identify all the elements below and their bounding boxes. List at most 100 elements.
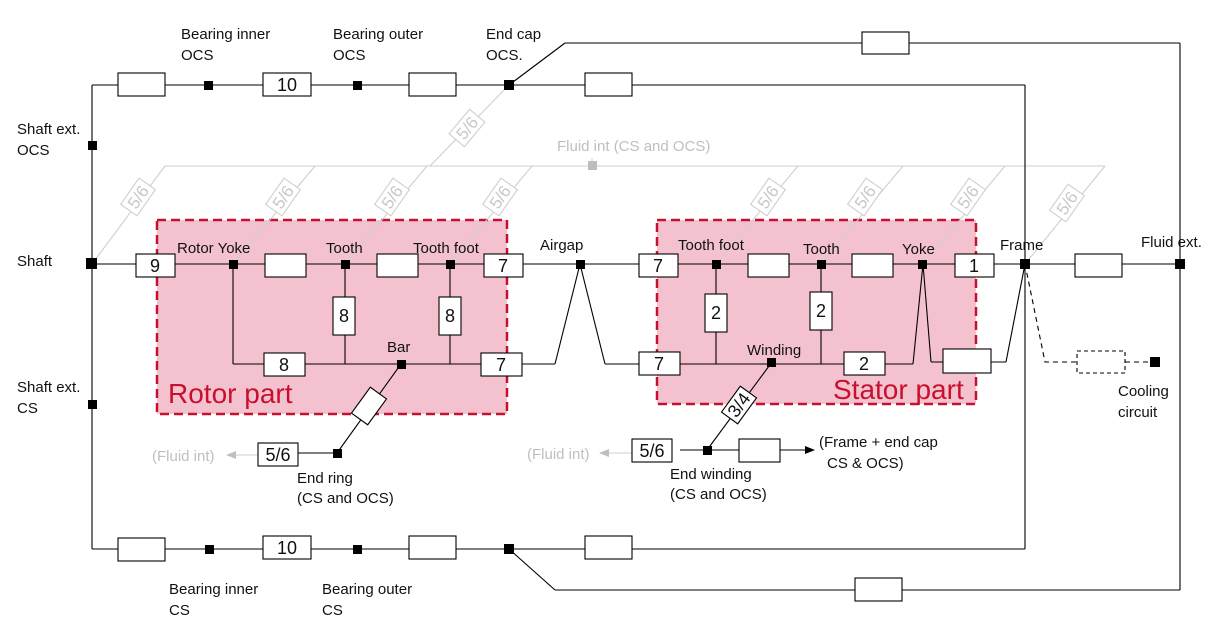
resistor-airgap-winding <box>638 351 681 376</box>
shaft-ext-ocs-label-2: OCS <box>17 142 50 159</box>
node-airgap <box>576 260 585 269</box>
fluid-res-diag-1: 5/6 <box>119 177 157 217</box>
fluid-int-node <box>588 161 597 170</box>
fluid-int-top-label: Fluid int (CS and OCS) <box>557 138 710 155</box>
resistor-bearing-cs-value: 10 <box>277 538 297 558</box>
resistor-shaft-bearing-inner-cs <box>117 537 166 562</box>
bearing-inner-ocs-label: Bearing inner <box>181 26 270 43</box>
bearing-inner-cs-label-2: CS <box>169 602 190 619</box>
resistors: 10 9 7 7 1 8 8 8 7 2 2 7 <box>117 31 1126 602</box>
bearing-inner-cs-label: Bearing inner <box>169 581 258 598</box>
fluid-int-left-label: (Fluid int) <box>152 448 215 465</box>
bearing-inner-ocs-label-2: OCS <box>181 47 214 64</box>
node-cooling-circuit <box>1150 357 1160 367</box>
fluid-ext-label: Fluid ext. <box>1141 234 1202 251</box>
node-bar <box>397 360 406 369</box>
node-frame <box>1020 259 1030 269</box>
resistor-rotor-tooth-foot-airgap <box>483 253 524 278</box>
resistor-stator-tooth-foot-winding <box>704 293 728 333</box>
resistor-end-winding-fluid-value: 5/6 <box>639 441 664 461</box>
node-end-cap-cs <box>504 544 514 554</box>
bar-label: Bar <box>387 339 410 356</box>
resistor-rotor-tooth-foot-airgap-value: 7 <box>498 256 508 276</box>
resistor-end-winding-fluid <box>631 438 673 463</box>
node-shaft <box>86 258 97 269</box>
end-cap-ocs-label: End cap <box>486 26 541 43</box>
fluid-int-mid-label: (Fluid int) <box>527 446 590 463</box>
resistor-tooth-foot-bar <box>438 296 462 336</box>
rotor-yoke-label: Rotor Yoke <box>177 240 250 257</box>
resistor-rotor-tooth-tooth-foot <box>376 253 419 278</box>
resistor-rotor-yoke-bar-value: 8 <box>279 355 289 375</box>
resistor-bearing-outer-end-cap-cs <box>408 535 457 560</box>
frame-end-cap-label-2: CS & OCS) <box>827 455 904 472</box>
fluid-res-diag-8: 5/6 <box>1048 183 1086 223</box>
resistor-winding-yoke-value: 2 <box>859 354 869 374</box>
resistor-end-cap-frame-ocs <box>584 72 633 97</box>
frame-label: Frame <box>1000 237 1043 254</box>
bearing-outer-ocs-label-2: OCS <box>333 47 366 64</box>
yoke-label: Yoke <box>902 241 935 258</box>
resistor-shaft-rotor-yoke <box>135 253 176 278</box>
fluid-res-diag-6: 5/6 <box>846 177 884 217</box>
resistor-airgap-stator-tooth-foot-value: 7 <box>653 256 663 276</box>
resistor-airgap-winding-value: 7 <box>654 354 664 374</box>
airgap-label: Airgap <box>540 237 583 254</box>
resistor-end-ring-fluid-value: 5/6 <box>265 445 290 465</box>
resistor-bar-end-ring <box>350 386 388 426</box>
frame-end-cap-label: (Frame + end cap <box>819 434 938 451</box>
node-bearing-inner-cs <box>205 545 214 554</box>
node-shaft-ext-cs <box>88 400 97 409</box>
resistor-end-cap-frame-cs <box>584 535 633 560</box>
node-shaft-ext-ocs <box>88 141 97 150</box>
resistor-shaft-bearing-inner-ocs <box>117 72 166 97</box>
node-rotor-tooth-foot <box>446 260 455 269</box>
fluid-res-diag-7: 5/6 <box>949 177 987 217</box>
node-end-winding <box>703 446 712 455</box>
end-cap-ocs-label-2: OCS. <box>486 47 523 64</box>
stator-part-title: Stator part <box>833 374 964 405</box>
node-end-ring <box>333 449 342 458</box>
resistor-frame-fluid-ext <box>1074 253 1123 278</box>
resistor-rotor-tooth-bar-value: 8 <box>339 306 349 326</box>
cooling-circuit-label-2: circuit <box>1118 404 1158 421</box>
fluid-int-arrows <box>226 449 632 459</box>
bearing-outer-cs-label-2: CS <box>322 602 343 619</box>
stator-tooth-foot-label: Tooth foot <box>678 237 745 254</box>
resistor-yoke-frame-lower <box>942 348 992 374</box>
resistor-end-winding-frame <box>738 438 781 463</box>
nodes <box>86 80 1185 554</box>
fluid-res-diag-5: 5/6 <box>749 177 787 217</box>
resistor-bar-airgap-value: 7 <box>496 355 506 375</box>
end-ring-label: End ring <box>297 470 353 487</box>
node-winding <box>767 358 776 367</box>
resistor-end-cap-fluid-ext-ocs <box>861 31 910 55</box>
resistor-end-cap-fluid-ext-cs <box>854 577 903 602</box>
shaft-ext-cs-label-2: CS <box>17 400 38 417</box>
end-winding-label-2: (CS and OCS) <box>670 486 767 503</box>
frame-end-cap-arrow <box>805 446 815 454</box>
fluid-internal-network: 5/6 5/6 5/6 5/6 5/6 5/6 5/6 5/6 <box>91 84 1106 265</box>
resistor-bearing-cs <box>262 535 312 560</box>
rotor-tooth-foot-label: Tooth foot <box>413 240 480 257</box>
resistor-stator-tooth-foot-winding-value: 2 <box>711 303 721 323</box>
resistor-stator-tooth-winding-value: 2 <box>816 301 826 321</box>
shaft-ext-ocs-label: Shaft ext. <box>17 121 80 138</box>
resistor-end-ring-fluid <box>257 442 299 467</box>
node-end-cap-ocs <box>504 80 514 90</box>
bearing-outer-ocs-label: Bearing outer <box>333 26 423 43</box>
resistor-shaft-rotor-yoke-value: 9 <box>150 256 160 276</box>
fluid-res-diag-3: 5/6 <box>373 177 411 217</box>
bearing-outer-cs-label: Bearing outer <box>322 581 412 598</box>
resistor-yoke-frame <box>954 253 995 278</box>
node-bearing-outer-cs <box>353 545 362 554</box>
node-bearing-outer-ocs <box>353 81 362 90</box>
resistor-rotor-yoke-bar <box>263 352 306 377</box>
resistor-bearing-ocs-value: 10 <box>277 75 297 95</box>
shaft-label: Shaft <box>17 253 53 270</box>
resistor-bearing-ocs <box>262 72 312 97</box>
node-stator-tooth <box>817 260 826 269</box>
end-winding-label: End winding <box>670 466 752 483</box>
resistor-rotor-tooth-bar <box>332 296 356 336</box>
